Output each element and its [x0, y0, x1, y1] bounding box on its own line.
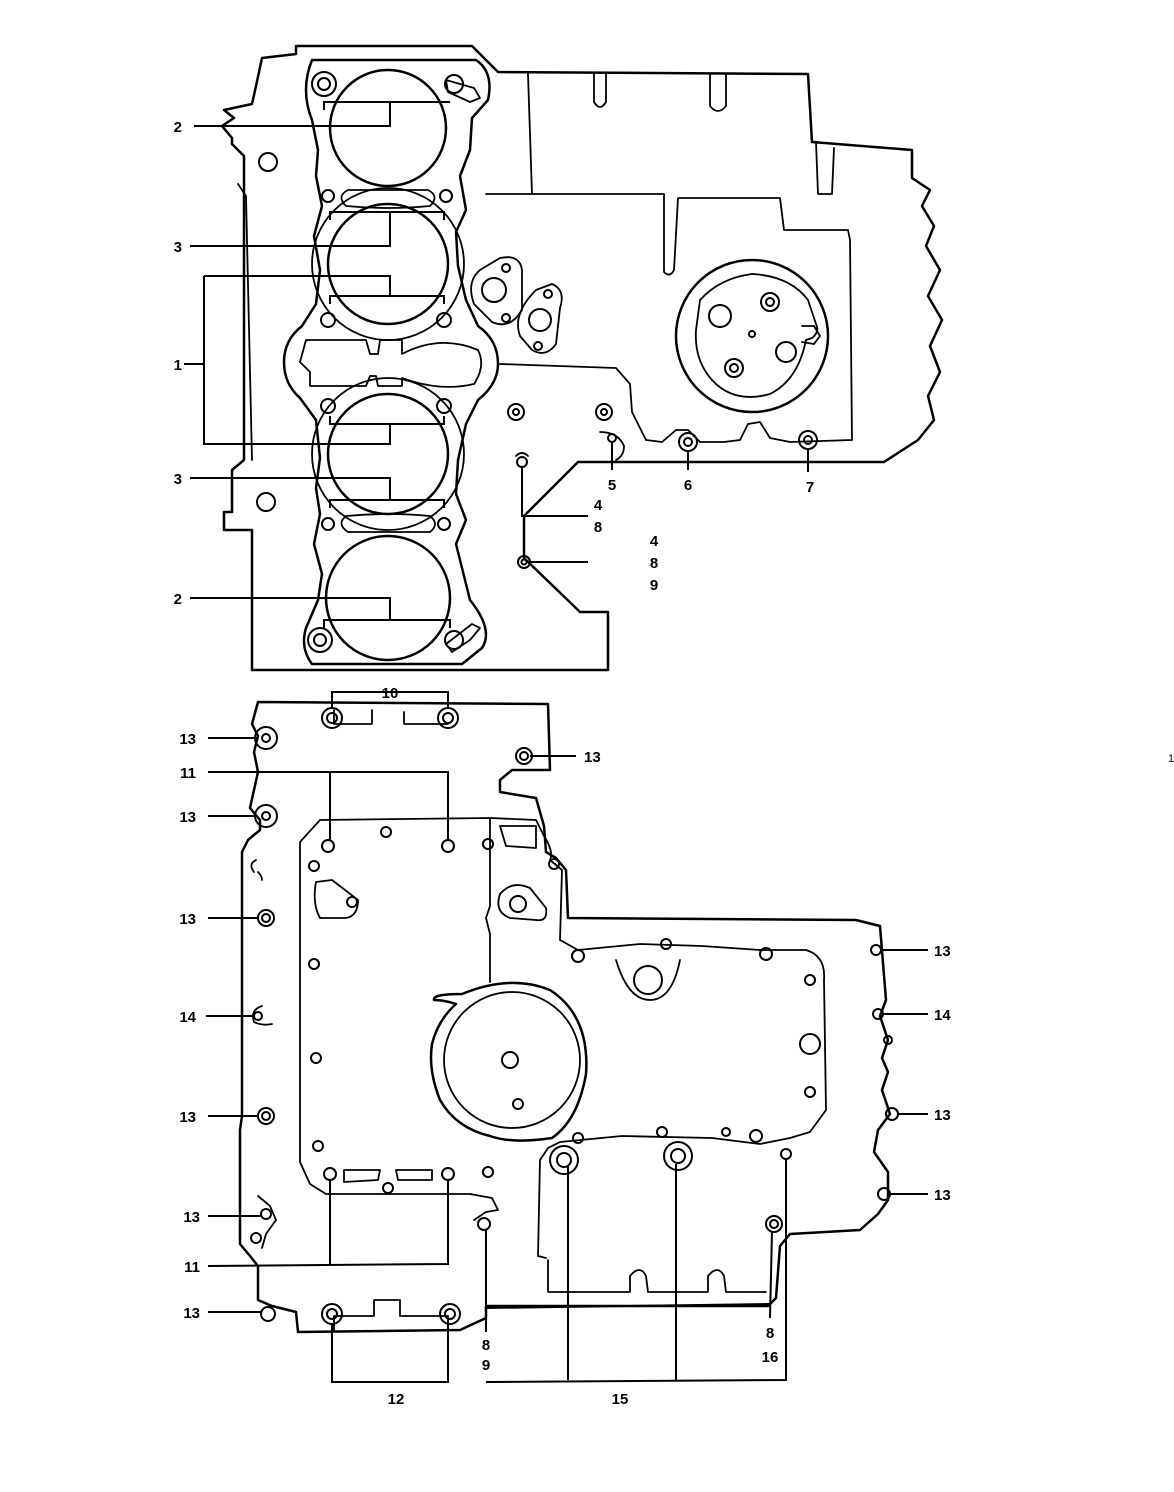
- callout-14-right: 14: [934, 1007, 951, 1024]
- drain-boss: [670, 1148, 686, 1164]
- dowel-slot: [237, 183, 253, 461]
- callout-4a: 4: [594, 497, 603, 514]
- flange-hole: [528, 308, 552, 332]
- drain-boss: [663, 1141, 693, 1171]
- slot: [395, 1169, 433, 1181]
- callout-13-c: 13: [179, 809, 196, 826]
- callout-4b: 4: [650, 533, 659, 550]
- bottom-notches: [333, 1299, 449, 1331]
- notch-3: [815, 141, 835, 195]
- callout-labels: 2 3 1 3 2 5 6 7 4 8 4 8 9 10 13 13 11 13…: [174, 119, 1174, 1408]
- boss-hole: [633, 965, 663, 995]
- flange-hole: [533, 341, 543, 351]
- inner-gasket-edge: [499, 193, 853, 443]
- callout-6: 6: [684, 477, 692, 494]
- pump-flange: [497, 884, 548, 922]
- hub-hole: [724, 358, 744, 378]
- slot: [499, 825, 537, 849]
- callout-8a: 8: [594, 519, 602, 536]
- notch-1: [593, 73, 607, 108]
- callout-3-top: 3: [174, 239, 182, 256]
- callout-1: 1: [174, 357, 182, 374]
- callout-13-j: 13: [934, 1187, 951, 1204]
- callout-13-i: 13: [934, 1107, 951, 1124]
- hub-hole: [760, 292, 780, 312]
- small-flange-1: [470, 256, 523, 326]
- cylinder-bore-1: [328, 68, 448, 188]
- callout-3-bottom: 3: [174, 471, 182, 488]
- lower-leaders: [206, 691, 928, 1383]
- callout-11-top: 11: [180, 765, 196, 782]
- strainer-hole: [512, 1098, 524, 1110]
- tri-window: [313, 879, 359, 919]
- lower-crankcase: [206, 691, 928, 1383]
- callout-2-top: 2: [174, 119, 182, 136]
- callout-8b: 8: [650, 555, 658, 572]
- top-notches: [333, 709, 449, 725]
- callout-5: 5: [608, 477, 616, 494]
- flange-hole: [481, 277, 507, 303]
- callout-13-b: 13: [584, 749, 601, 766]
- slot: [343, 1169, 381, 1183]
- callout-11-bottom: 11: [184, 1259, 200, 1276]
- pump-hole: [509, 895, 527, 913]
- callout-13-h: 13: [934, 943, 951, 960]
- boss-arc: [615, 959, 681, 1001]
- upper-crankcase: [184, 44, 944, 672]
- cylinder-bore-2: [326, 202, 450, 326]
- inner-wall: [485, 73, 533, 195]
- strainer-inner: [443, 991, 581, 1129]
- lower-gasket-inner: [299, 817, 827, 1259]
- flange-hole: [543, 289, 553, 299]
- callout-16: 16: [762, 1349, 779, 1366]
- hub-hole: [729, 363, 739, 373]
- callout-13-g: 13: [183, 1305, 200, 1322]
- small-flange-2: [517, 283, 563, 354]
- clutch-hub: [694, 273, 819, 398]
- edge-mark: 1: [1168, 753, 1174, 765]
- hub-tab: [801, 325, 821, 345]
- bridge-slot: [340, 189, 436, 209]
- head-stud-holes: [256, 71, 818, 653]
- callout-10: 10: [382, 685, 399, 702]
- hub-hole: [765, 297, 775, 307]
- callout-15: 15: [612, 1391, 629, 1408]
- hub-hole: [708, 304, 732, 328]
- hub-hole: [775, 341, 797, 363]
- callout-7: 7: [806, 479, 814, 496]
- callout-8c: 8: [482, 1337, 490, 1354]
- sump-edge: [547, 1259, 767, 1293]
- hub-hole: [748, 330, 756, 338]
- bridge-slot: [340, 513, 436, 533]
- upper-case-outline: [220, 44, 944, 672]
- drain-boss: [549, 1145, 579, 1175]
- callout-13-d: 13: [179, 911, 196, 928]
- oil-strainer-bore: [429, 981, 588, 1142]
- clutch-bore: [674, 258, 830, 414]
- head-gasket-outline: [282, 58, 500, 666]
- cylinder-bore-3: [326, 392, 450, 516]
- upper-leaders: [184, 101, 809, 628]
- callout-8d: 8: [766, 1325, 774, 1342]
- flange-hole: [501, 313, 511, 323]
- callout-9c: 9: [482, 1357, 490, 1374]
- callout-13-a: 13: [179, 731, 196, 748]
- callout-14-left: 14: [179, 1009, 196, 1026]
- oil-passage: [299, 339, 483, 388]
- strainer-hole: [501, 1051, 519, 1069]
- flange-hole: [501, 263, 511, 273]
- callout-2-bottom: 2: [174, 591, 182, 608]
- callout-13-f: 13: [183, 1209, 200, 1226]
- callout-12: 12: [388, 1391, 405, 1408]
- cylinder-bore-3-outer: [311, 377, 465, 531]
- notch-2: [709, 73, 727, 112]
- callout-13-e: 13: [179, 1109, 196, 1126]
- lower-case-outline: [238, 700, 892, 1334]
- drain-boss: [556, 1152, 572, 1168]
- callout-9b: 9: [650, 577, 658, 594]
